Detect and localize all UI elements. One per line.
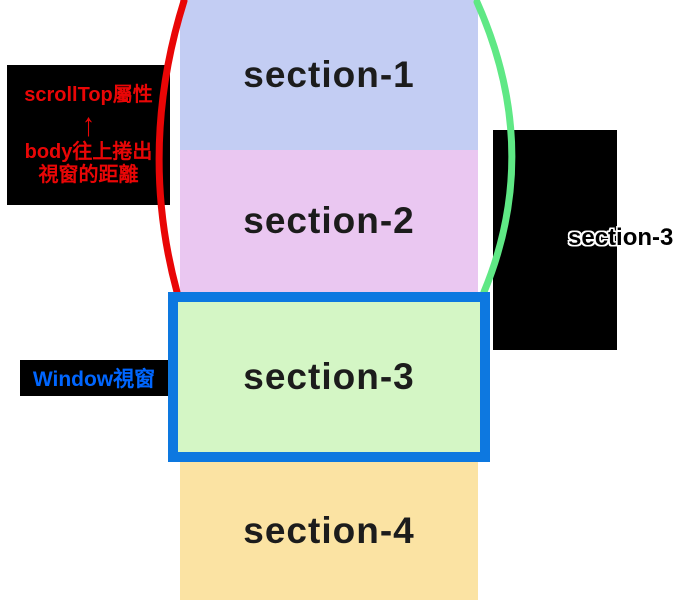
section-2-label: section-2 <box>243 200 415 241</box>
section-3-label: section-3 <box>243 356 415 397</box>
scrolltop-note-box: scrollTop屬性 ↑ body往上捲出 視窗的距離 <box>7 65 170 205</box>
scrolltop-note-line3: 視窗的距離 <box>38 164 139 186</box>
section-1-block: section-1 <box>180 0 478 150</box>
window-label-box: Window視窗 <box>20 360 168 396</box>
section-4-block: section-4 <box>180 462 478 600</box>
section-4-label: section-4 <box>243 510 415 551</box>
section-1-label: section-1 <box>243 54 415 95</box>
scrolltop-note-line1: scrollTop屬性 <box>24 84 153 106</box>
up-arrow-icon: ↑ <box>82 105 95 143</box>
window-label: Window視窗 <box>32 368 156 391</box>
window-viewport: section-3 <box>168 292 490 462</box>
right-note-label: section-3 <box>568 224 674 251</box>
scrolltop-note-line2: body往上捲出 <box>24 141 153 163</box>
section-2-block: section-2 <box>180 150 478 292</box>
